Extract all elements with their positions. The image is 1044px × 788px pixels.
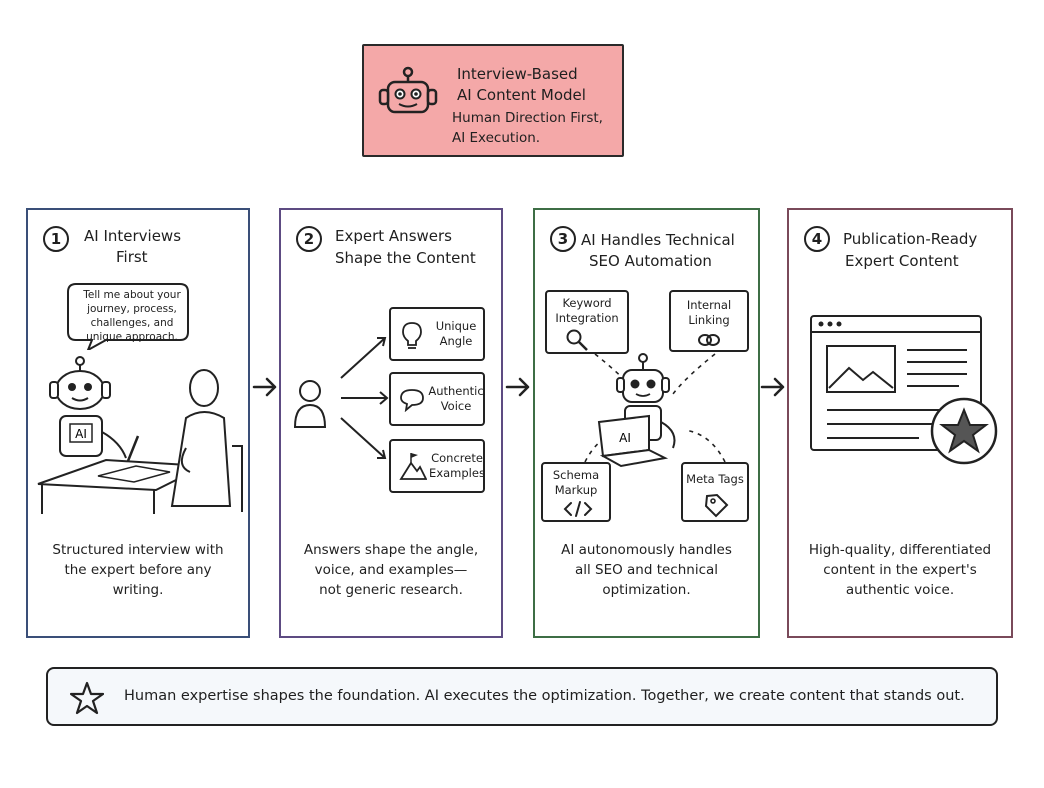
step-number: 4: [804, 226, 830, 252]
panel-title-line-1: AI Handles Technical: [581, 231, 735, 249]
panel-title-line-1: Publication-Ready: [843, 230, 978, 248]
arrow-right-icon: [252, 377, 277, 397]
item-label: Internal Linking: [686, 298, 732, 327]
speech-bubble-icon: [67, 283, 189, 350]
panel-expert-answers: 2 Expert Answers Shape the Content Uniqu…: [279, 208, 503, 638]
panel-ai-interviews: 1 AI Interviews First Tell me about your…: [26, 208, 250, 638]
panel-title-line-2: SEO Automation: [589, 252, 712, 270]
laptop-badge: AI: [619, 431, 631, 445]
robot-interviewer-illustration: AI: [37, 356, 243, 514]
code-icon: [563, 501, 593, 517]
panel-title-line-2: Shape the Content: [335, 249, 476, 267]
link-icon: [698, 334, 720, 346]
internal-linking-card: Internal Linking: [669, 290, 749, 352]
magnifier-icon: [566, 329, 588, 351]
concrete-examples-card: Concrete Examples: [389, 439, 485, 493]
title-line-2: AI Content Model: [457, 86, 586, 104]
panel-publication-ready: 4 Publication-Ready Expert Content High-…: [787, 208, 1013, 638]
arrow-right-icon: [505, 377, 530, 397]
authentic-voice-card: Authentic Voice: [389, 372, 485, 426]
item-label: Authentic Voice: [428, 384, 484, 413]
footer-banner: Human expertise shapes the foundation. A…: [46, 667, 998, 726]
mountain-flag-icon: [399, 453, 427, 480]
panel-title-line-2: First: [116, 248, 148, 266]
panel-description: AI autonomously handles all SEO and tech…: [561, 542, 732, 598]
meta-tags-card: Meta Tags: [681, 462, 749, 522]
robot-laptop-illustration: AI: [597, 353, 676, 468]
title-box: Interview-Based AI Content Model Human D…: [362, 44, 624, 157]
step-number: 1: [43, 226, 69, 252]
panel-description: Structured interview with the expert bef…: [52, 542, 224, 598]
speech-bubble-icon: [400, 389, 424, 412]
interview-question: Tell me about your journey, process, cha…: [83, 289, 181, 343]
person-icon: [293, 380, 327, 428]
tag-icon: [704, 493, 729, 518]
panel-description: High-quality, differentiated content in …: [808, 542, 992, 598]
subtitle-line-1: Human Direction First,: [452, 110, 603, 126]
item-label: Concrete Examples: [429, 451, 485, 480]
item-label: Unique Angle: [435, 319, 477, 348]
step-number: 2: [296, 226, 322, 252]
branch-arrows: [340, 337, 389, 459]
arrow-right-icon: [760, 377, 785, 397]
star-badge-icon: [930, 397, 998, 465]
subtitle-line-2: AI Execution.: [452, 130, 541, 146]
item-label: Keyword Integration: [555, 296, 619, 325]
item-label: Meta Tags: [686, 472, 744, 486]
panel-title-line-2: Expert Content: [845, 252, 959, 270]
schema-markup-card: Schema Markup: [541, 462, 611, 522]
footer-text: Human expertise shapes the foundation. A…: [124, 688, 965, 704]
step-number: 3: [550, 226, 576, 252]
panel-title-line-1: AI Interviews: [84, 227, 182, 245]
panel-seo-automation: 3 AI Handles Technical SEO Automation Ke…: [533, 208, 760, 638]
keyword-integration-card: Keyword Integration: [545, 290, 629, 354]
title-line-1: Interview-Based: [457, 65, 578, 83]
robot-icon: [378, 66, 438, 114]
star-icon: [70, 681, 104, 715]
lightbulb-icon: [402, 322, 422, 349]
item-label: Schema Markup: [552, 468, 600, 497]
robot-badge: AI: [75, 427, 87, 441]
panel-description: Answers shape the angle, voice, and exam…: [303, 542, 479, 598]
panel-title-line-1: Expert Answers: [335, 227, 452, 245]
unique-angle-card: Unique Angle: [389, 307, 485, 361]
